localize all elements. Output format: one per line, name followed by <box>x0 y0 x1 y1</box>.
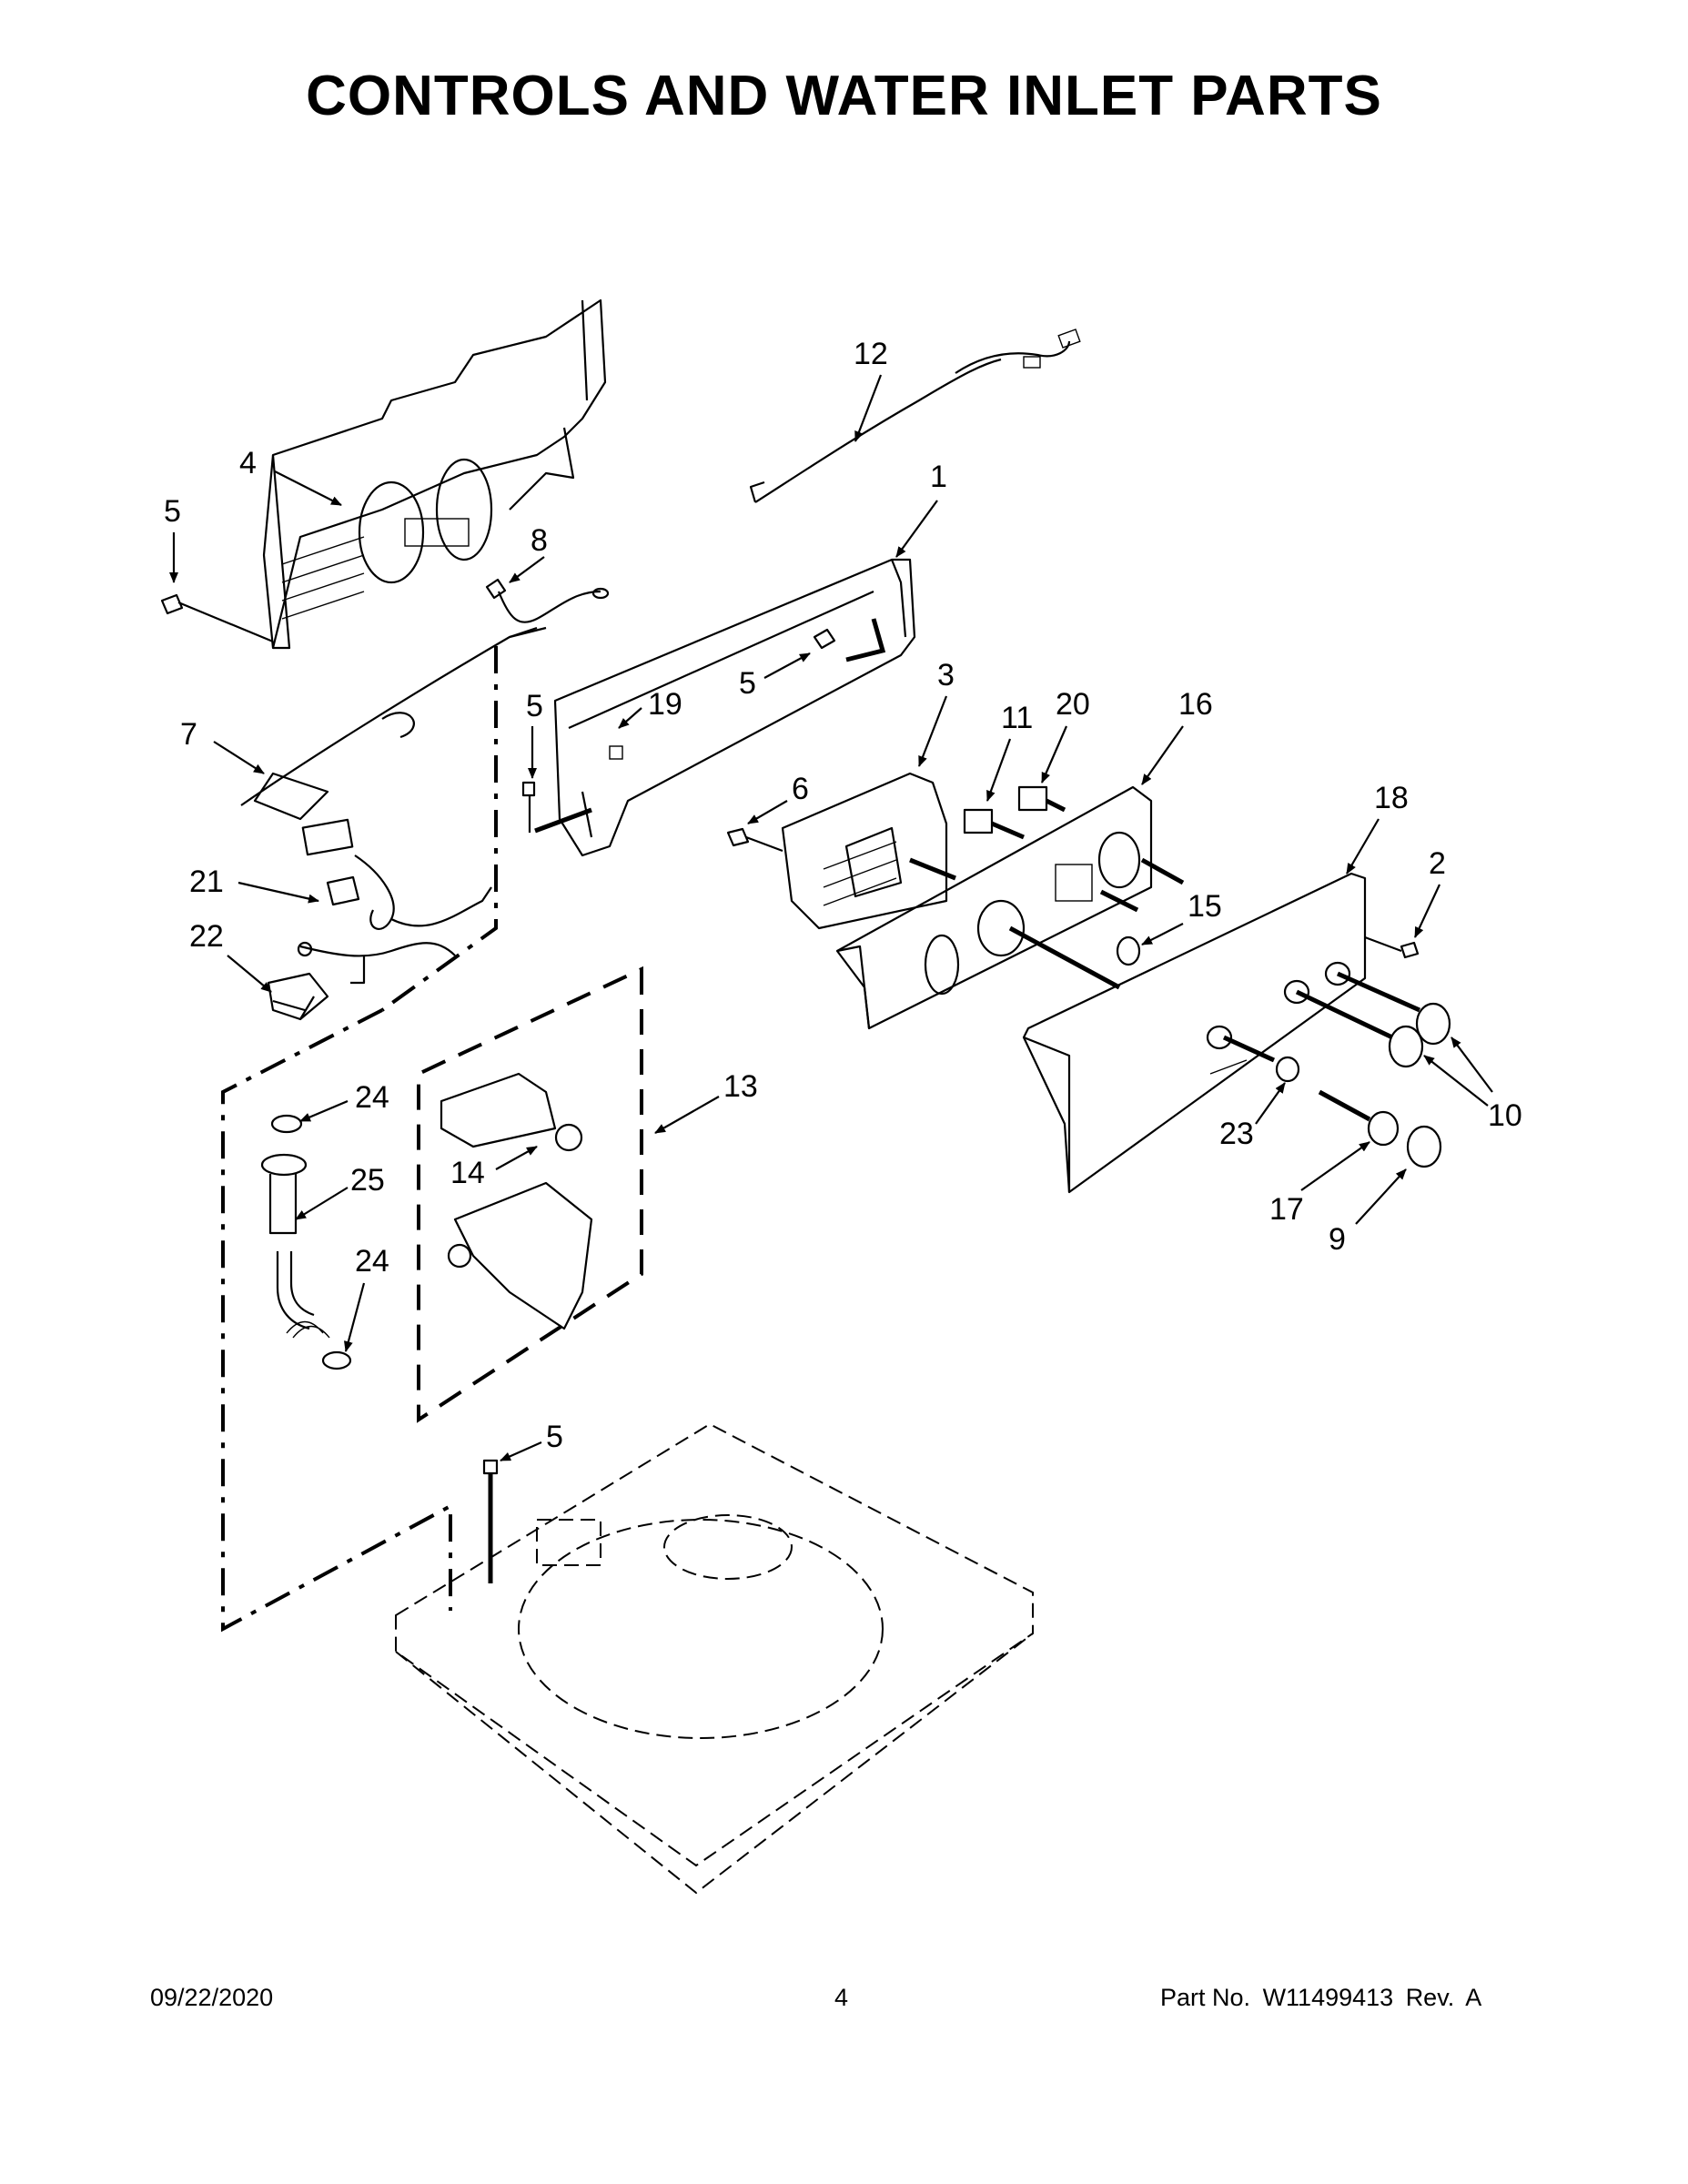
leader-24-bottom <box>344 1282 366 1352</box>
leader-10-a <box>1423 1055 1489 1107</box>
washer-24-bottom <box>321 1350 352 1370</box>
footer-part-number: W11499413 <box>1262 1984 1394 2011</box>
footer-rev-label: Rev. <box>1405 1984 1455 2011</box>
control-board-3 <box>781 772 956 930</box>
callout-23: 23 <box>1219 1117 1254 1151</box>
callout-7: 7 <box>180 717 197 752</box>
callout-25: 25 <box>350 1163 385 1198</box>
callout-5-bottom: 5 <box>546 1420 563 1454</box>
wire-harness-7 <box>240 626 547 821</box>
knob-9 <box>1406 1125 1442 1168</box>
leader-15 <box>1141 923 1184 945</box>
leader-10-b <box>1450 1036 1493 1093</box>
callout-19: 19 <box>648 687 682 722</box>
callout-5-mid: 5 <box>739 666 756 701</box>
leader-8 <box>509 556 545 583</box>
callout-3: 3 <box>937 658 955 693</box>
ring-23 <box>1275 1056 1300 1083</box>
callout-10: 10 <box>1488 1098 1522 1133</box>
callout-9: 9 <box>1329 1222 1346 1257</box>
callout-11: 11 <box>1001 701 1033 735</box>
callout-4: 4 <box>239 446 257 480</box>
leader-4 <box>274 470 342 506</box>
callout-13: 13 <box>723 1069 758 1104</box>
callout-15: 15 <box>1188 889 1222 924</box>
leader-12 <box>854 374 883 442</box>
knob-15 <box>1116 935 1141 966</box>
ground-wire-8 <box>485 578 610 623</box>
leader-17 <box>1300 1141 1370 1191</box>
thermal-fuse-22 <box>267 972 329 1021</box>
callout-6: 6 <box>792 772 809 806</box>
callout-5-left-housing: 5 <box>526 689 543 723</box>
leader-21 <box>238 881 319 904</box>
knob-10-a <box>1388 1025 1424 1068</box>
callout-1: 1 <box>930 460 947 494</box>
leader-2 <box>1414 884 1440 938</box>
callout-5-top-left: 5 <box>164 494 181 529</box>
page-title: CONTROLS AND WATER INLET PARTS <box>306 65 1382 127</box>
callout-22: 22 <box>189 919 224 954</box>
callout-24-bottom: 24 <box>355 1244 389 1279</box>
harness-route-lower <box>221 1008 452 1633</box>
leader-9 <box>1355 1168 1407 1225</box>
callout-24-top: 24 <box>355 1080 389 1115</box>
footer-rev: A <box>1465 1984 1482 2011</box>
leader-5-mid <box>763 652 811 679</box>
leader-7 <box>213 741 265 774</box>
leader-22 <box>227 955 272 993</box>
washer-24-top <box>270 1114 303 1134</box>
screw-2 <box>1364 935 1420 959</box>
footer-date: 09/22/2020 <box>150 1984 274 2011</box>
console-front-16 <box>835 785 1185 1030</box>
callout-21: 21 <box>189 864 224 899</box>
harness-route-upper <box>380 646 498 1012</box>
leader-3 <box>917 695 948 767</box>
leader-11 <box>986 738 1012 802</box>
switch-11 <box>963 808 1025 840</box>
inlet-valve-14 <box>440 1072 593 1330</box>
cabinet-top <box>395 1422 1034 1895</box>
screw-5-mid <box>813 628 836 650</box>
screw-5-bottom <box>482 1459 499 1583</box>
footer-part-info: Part No. W11499413 Rev. A <box>1160 1984 1487 2012</box>
footer-page-number: 4 <box>834 1984 849 2011</box>
callout-12: 12 <box>854 337 888 371</box>
screw-5-top-left <box>160 593 274 643</box>
callout-2: 2 <box>1429 846 1446 881</box>
console-rear-panel <box>262 298 607 650</box>
leader-13 <box>654 1096 720 1134</box>
switch-20 <box>1017 785 1066 813</box>
leader-14 <box>495 1146 538 1170</box>
callout-18: 18 <box>1374 781 1409 815</box>
leader-6 <box>747 800 788 824</box>
console-housing-1 <box>534 558 916 857</box>
inlet-valve-group-13 <box>417 966 643 1423</box>
wire-harness-12 <box>749 329 1081 503</box>
callout-16: 16 <box>1178 687 1213 722</box>
callout-14: 14 <box>450 1156 485 1190</box>
screw-5-left-housing <box>521 781 536 833</box>
knob-skirt-17 <box>1367 1110 1400 1147</box>
leader-19 <box>618 707 642 729</box>
leader-16 <box>1141 725 1184 785</box>
leader-20 <box>1040 725 1068 784</box>
callout-8: 8 <box>531 523 548 558</box>
knob-10-b <box>1415 1002 1451 1046</box>
wire-harness-21 <box>297 818 492 985</box>
leader-1 <box>895 500 938 558</box>
leader-18 <box>1346 818 1380 875</box>
leader-23 <box>1255 1082 1286 1125</box>
leader-24-top <box>299 1099 349 1123</box>
leader-25 <box>295 1187 349 1220</box>
footer-part-label: Part No. <box>1160 1984 1251 2011</box>
callout-20: 20 <box>1056 687 1090 722</box>
inlet-hose-25 <box>260 1153 330 1339</box>
callout-17: 17 <box>1269 1192 1304 1227</box>
screw-6 <box>726 827 783 853</box>
leader-5-bottom <box>500 1441 542 1462</box>
